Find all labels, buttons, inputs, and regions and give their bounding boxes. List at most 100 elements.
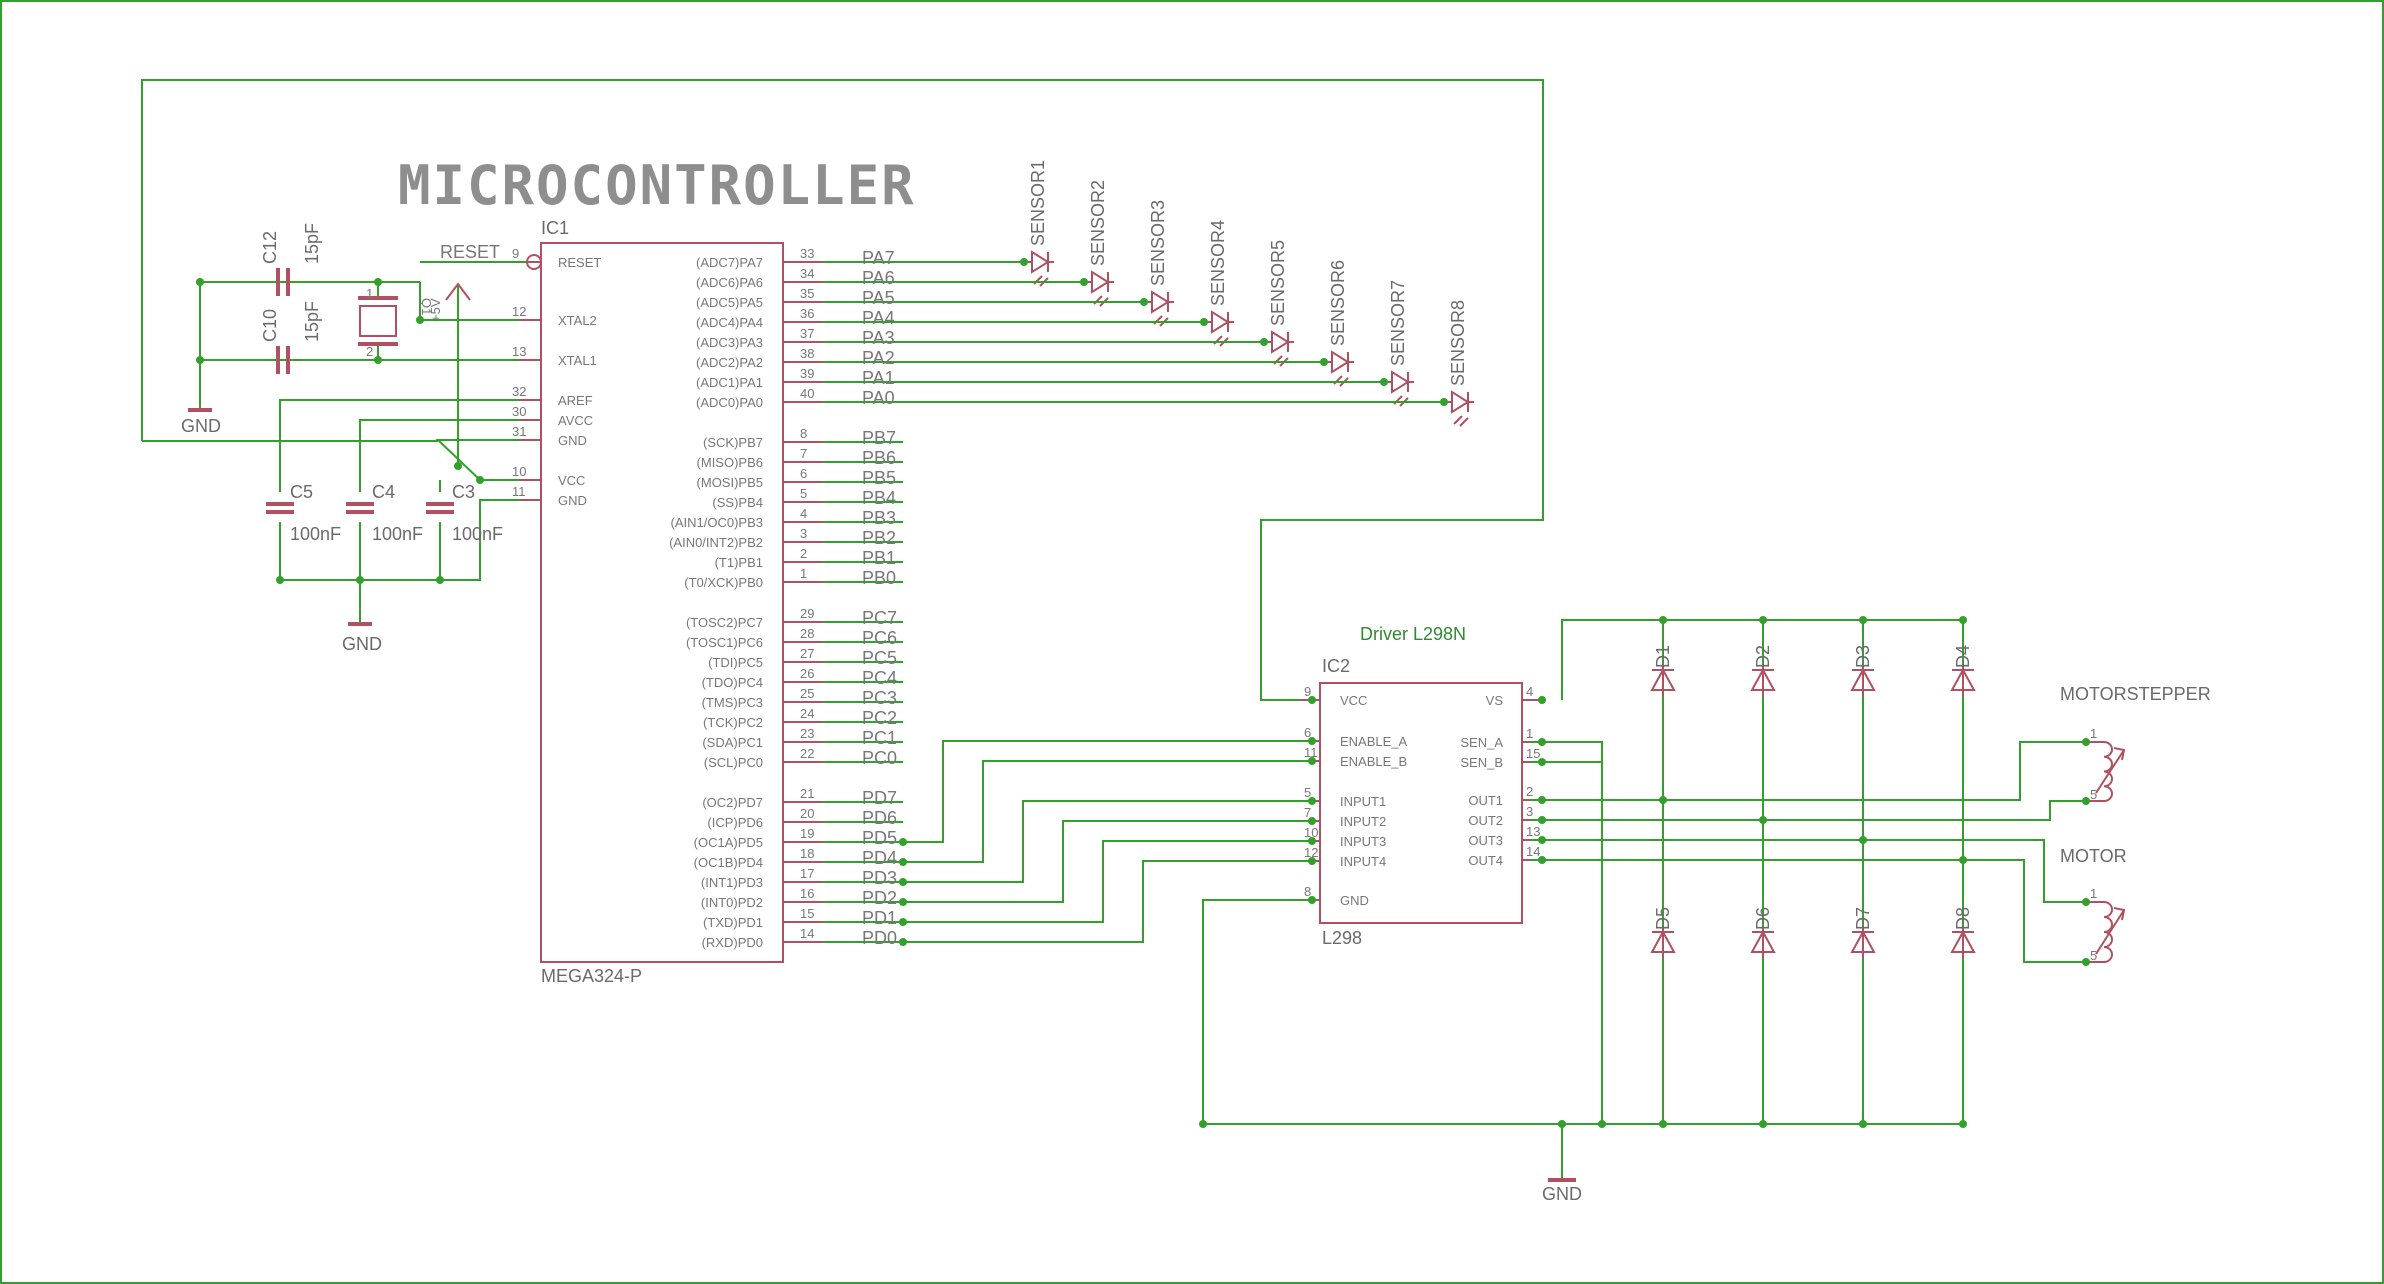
- junction-dot: [1260, 338, 1268, 346]
- motor-arrow-icon: [2113, 747, 2126, 761]
- c12-ref: C12: [260, 231, 280, 264]
- ic1-pin-number: 37: [800, 326, 814, 341]
- vcc-arrow-icon: [445, 282, 471, 301]
- ic1-pin-number: 33: [800, 246, 814, 261]
- junction-dot: [196, 278, 204, 286]
- ic1-pin-name: XTAL1: [558, 353, 597, 368]
- junction-dot: [1959, 1120, 1967, 1128]
- junction-dot: [1200, 318, 1208, 326]
- pd3-input1-wire: [903, 800, 1312, 883]
- diode-label: D3: [1853, 645, 1873, 668]
- diode-label: D8: [1953, 907, 1973, 930]
- sensor-label: SENSOR4: [1208, 220, 1228, 306]
- sensor-diode-icon: [1271, 330, 1290, 354]
- sensor-diode-icon: [1391, 370, 1410, 394]
- c4-ref: C4: [372, 482, 395, 502]
- ic2-pin-name: OUT3: [1468, 833, 1503, 848]
- ic2-pin-name: VCC: [1340, 693, 1367, 708]
- c5-value: 100nF: [290, 524, 341, 544]
- ic2-pin-name: SEN_B: [1460, 755, 1503, 770]
- motor-pin-number: 5: [2090, 948, 2097, 963]
- ic1-net-label: PC1: [862, 728, 897, 748]
- junction-dot: [1440, 398, 1448, 406]
- ic1-pin-name: (T1)PB1: [715, 555, 763, 570]
- ic1-pin-number: 29: [800, 606, 814, 621]
- ic2-pin-number: 3: [1526, 804, 1533, 819]
- sen-a-wire: [1530, 741, 1603, 1124]
- junction-dot: [1308, 797, 1316, 805]
- junction-dot: [1759, 1120, 1767, 1128]
- ic1-pin-number: 31: [512, 424, 526, 439]
- ic1-pin-number: 23: [800, 726, 814, 741]
- sensor-diode-icon: [1031, 250, 1050, 274]
- junction-dot: [1308, 896, 1316, 904]
- junction-dot: [1380, 378, 1388, 386]
- ic2-pin-number: 9: [1304, 684, 1311, 699]
- out4-wire: [1530, 859, 2086, 963]
- ic2-body: [1319, 682, 1523, 924]
- ic1-pin-name: (ADC3)PA3: [696, 335, 763, 350]
- junction-dot: [1558, 1120, 1566, 1128]
- ic2-pin-name: VS: [1486, 693, 1504, 708]
- ic1-pin-number: 25: [800, 686, 814, 701]
- ic1-net-label: PA4: [862, 308, 895, 328]
- junction-dot: [899, 878, 907, 886]
- out1-wire: [1530, 741, 2086, 801]
- gnd2-label: GND: [342, 634, 382, 654]
- ic1-pin-number: 34: [800, 266, 814, 281]
- c10-value: 15pF: [302, 301, 322, 342]
- ic1-pin-name: VCC: [558, 473, 585, 488]
- gnd3-label: GND: [1542, 1184, 1582, 1204]
- junction-dot: [1080, 278, 1088, 286]
- ic2-pin-name: INPUT3: [1340, 834, 1386, 849]
- sensor-label: SENSOR7: [1388, 280, 1408, 366]
- ic2-part: L298: [1322, 928, 1362, 948]
- ic1-pin-number: 14: [800, 926, 814, 941]
- ic1-pin-number: 6: [800, 466, 807, 481]
- motor-pin-number: 1: [2090, 726, 2097, 741]
- junction-dot: [374, 278, 382, 286]
- gnd1-label: GND: [181, 416, 221, 436]
- ic2-pin-number: 13: [1526, 824, 1540, 839]
- diode-label: D4: [1953, 645, 1973, 668]
- reset-inversion: [526, 254, 542, 270]
- ic1-pin-number: 1: [800, 566, 807, 581]
- ic2-left-pins: 9VCC6ENABLE_A11ENABLE_B5INPUT17INPUT210I…: [1300, 684, 1408, 908]
- pd0-input4-wire: [903, 860, 1312, 943]
- ic1-pin-name: (TOSC2)PC7: [686, 615, 763, 630]
- motor-adjust-icon: [2095, 909, 2125, 955]
- ic1-pin-name: (TMS)PC3: [702, 695, 763, 710]
- vcc-bus-wire: [141, 79, 1544, 701]
- ic1-net-label: PB3: [862, 508, 896, 528]
- ic1-net-label: PA1: [862, 368, 895, 388]
- ic1-pin-number: 39: [800, 366, 814, 381]
- gnd31-wire: [435, 439, 520, 481]
- ic2-pin-number: 5: [1304, 785, 1311, 800]
- ic1-net-label: PA7: [862, 248, 895, 268]
- junction-dot: [1538, 816, 1546, 824]
- junction-dot: [2082, 797, 2090, 805]
- c4-value: 100nF: [372, 524, 423, 544]
- ic1-net-label: PB6: [862, 448, 896, 468]
- ic1-pin-name: (TXD)PD1: [703, 915, 763, 930]
- ic1-net-label: PB4: [862, 488, 896, 508]
- ic1-net-label: PB5: [862, 468, 896, 488]
- ic1-pin-number: 9: [512, 246, 519, 261]
- q1-pin1: 1: [366, 286, 373, 301]
- junction-dot: [356, 576, 364, 584]
- ic1-pin-number: 12: [512, 304, 526, 319]
- ic1-pin-name: (INT1)PD3: [701, 875, 763, 890]
- motor-arrow-icon: [2113, 907, 2126, 921]
- junction-dot: [899, 938, 907, 946]
- cap-bottom-bus: [279, 499, 520, 581]
- junction-dot: [454, 462, 462, 470]
- l298-gnd-wire: [1202, 899, 1965, 1125]
- junction-dot: [1538, 738, 1546, 746]
- junction-dot: [1538, 796, 1546, 804]
- ic1-pin-number: 36: [800, 306, 814, 321]
- ic1-pin-name: (ADC6)PA6: [696, 275, 763, 290]
- pd1-input3-wire: [903, 840, 1312, 923]
